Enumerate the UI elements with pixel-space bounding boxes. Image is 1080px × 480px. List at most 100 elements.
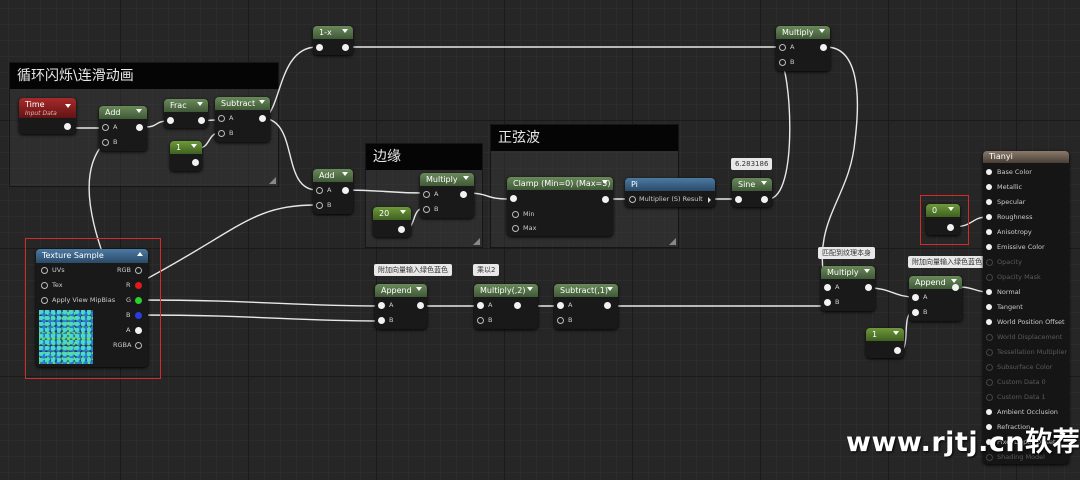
output-pin[interactable] bbox=[820, 44, 827, 51]
material-input-pin[interactable] bbox=[986, 349, 993, 356]
input-pin-b[interactable] bbox=[779, 59, 786, 66]
input-pin-a[interactable] bbox=[378, 302, 385, 309]
output-pin[interactable] bbox=[398, 226, 405, 233]
collapse-arrow-icon[interactable] bbox=[342, 29, 348, 33]
material-input-pin[interactable] bbox=[986, 229, 992, 235]
input-pin[interactable] bbox=[510, 195, 517, 202]
input-pin-a[interactable] bbox=[557, 302, 564, 309]
multiply-node[interactable]: Multiply A B bbox=[821, 266, 875, 311]
material-input-pin[interactable] bbox=[986, 334, 993, 341]
input-pin-a[interactable] bbox=[316, 187, 323, 194]
collapse-arrow-icon[interactable] bbox=[400, 210, 406, 214]
input-pin-max[interactable] bbox=[512, 225, 519, 232]
texture-sample-node[interactable]: Texture Sample UVs Tex Apply View MipBia… bbox=[36, 249, 148, 367]
collapse-arrow-icon[interactable] bbox=[342, 172, 348, 176]
multiply-node[interactable]: Multiply A B bbox=[420, 173, 474, 218]
material-input-pin[interactable] bbox=[986, 379, 993, 386]
collapse-arrow-icon[interactable] bbox=[951, 279, 957, 283]
collapse-arrow-icon[interactable] bbox=[463, 176, 469, 180]
input-pin-b[interactable] bbox=[316, 202, 323, 209]
input-pin-mipbias[interactable] bbox=[41, 297, 48, 304]
input-pin-a[interactable] bbox=[423, 191, 430, 198]
output-pin[interactable] bbox=[417, 302, 424, 309]
material-input-pin[interactable] bbox=[986, 169, 992, 175]
input-pin-a[interactable] bbox=[218, 115, 225, 122]
collapse-arrow-icon[interactable] bbox=[137, 252, 143, 256]
output-pin[interactable] bbox=[342, 187, 349, 194]
collapse-arrow-icon[interactable] bbox=[65, 104, 71, 108]
output-pin-a[interactable] bbox=[135, 327, 142, 334]
constant-node[interactable]: 1 bbox=[170, 141, 202, 171]
input-pin-a[interactable] bbox=[779, 44, 786, 51]
material-input-pin[interactable] bbox=[986, 184, 992, 190]
output-pin[interactable] bbox=[604, 302, 611, 309]
material-input-pin[interactable] bbox=[986, 304, 992, 310]
output-pin[interactable] bbox=[460, 191, 467, 198]
resize-grip[interactable] bbox=[669, 238, 676, 245]
material-input-pin[interactable] bbox=[986, 214, 992, 220]
material-input-pin[interactable] bbox=[986, 244, 992, 250]
material-input-pin[interactable] bbox=[986, 274, 993, 281]
material-input-pin[interactable] bbox=[986, 394, 993, 401]
output-pin[interactable] bbox=[708, 197, 711, 203]
sine-node[interactable]: Sine bbox=[732, 178, 772, 207]
output-pin[interactable] bbox=[947, 224, 954, 231]
output-pin[interactable] bbox=[761, 196, 768, 203]
input-pin-b[interactable] bbox=[912, 309, 919, 316]
collapse-arrow-icon[interactable] bbox=[607, 287, 613, 291]
input-pin[interactable] bbox=[167, 117, 174, 124]
output-pin-r[interactable] bbox=[135, 282, 142, 289]
collapse-arrow-icon[interactable] bbox=[864, 269, 870, 273]
input-pin-b[interactable] bbox=[378, 317, 385, 324]
input-pin-b[interactable] bbox=[423, 206, 430, 213]
input-pin[interactable] bbox=[735, 196, 742, 203]
input-pin-b[interactable] bbox=[477, 317, 484, 324]
output-pin[interactable] bbox=[514, 302, 521, 309]
add-node[interactable]: Add A B bbox=[99, 106, 147, 151]
collapse-arrow-icon[interactable] bbox=[893, 331, 899, 335]
collapse-arrow-icon[interactable] bbox=[197, 102, 203, 106]
material-input-pin[interactable] bbox=[986, 259, 993, 266]
multiply-2-node[interactable]: Multiply(,2) A B bbox=[474, 284, 538, 329]
append-node[interactable]: Append A B bbox=[909, 276, 962, 321]
output-pin[interactable] bbox=[894, 347, 901, 354]
resize-grip[interactable] bbox=[269, 177, 276, 184]
output-pin[interactable] bbox=[192, 159, 199, 166]
collapse-arrow-icon[interactable] bbox=[819, 29, 825, 33]
material-input-pin[interactable] bbox=[986, 319, 992, 325]
constant-node[interactable]: 0 bbox=[926, 204, 960, 235]
output-pin[interactable] bbox=[136, 124, 143, 131]
material-input-pin[interactable] bbox=[986, 454, 993, 461]
output-pin[interactable] bbox=[259, 115, 266, 122]
input-pin-b[interactable] bbox=[557, 317, 564, 324]
input-pin-a[interactable] bbox=[824, 284, 831, 291]
input-pin-tex[interactable] bbox=[41, 282, 48, 289]
input-pin-a[interactable] bbox=[912, 294, 919, 301]
append-node[interactable]: Append A B bbox=[375, 284, 427, 329]
output-pin-rgba[interactable] bbox=[135, 342, 142, 349]
collapse-arrow-icon[interactable] bbox=[416, 287, 422, 291]
constant-node[interactable]: 20 bbox=[373, 207, 411, 237]
input-pin-a[interactable] bbox=[102, 124, 109, 131]
output-pin-rgb[interactable] bbox=[135, 267, 142, 274]
input-pin-a[interactable] bbox=[477, 302, 484, 309]
frac-node[interactable]: Frac bbox=[164, 99, 208, 128]
output-pin[interactable] bbox=[198, 117, 205, 124]
material-input-pin[interactable] bbox=[986, 409, 992, 415]
collapse-arrow-icon[interactable] bbox=[602, 180, 608, 184]
input-pin-b[interactable] bbox=[218, 130, 225, 137]
time-node[interactable]: Time Input Data bbox=[19, 98, 76, 134]
resize-grip[interactable] bbox=[473, 238, 480, 245]
output-pin[interactable] bbox=[602, 196, 609, 203]
input-pin[interactable] bbox=[316, 44, 323, 51]
output-pin[interactable] bbox=[342, 44, 349, 51]
input-pin-uvs[interactable] bbox=[41, 267, 48, 274]
material-input-pin[interactable] bbox=[986, 439, 992, 445]
material-input-pin[interactable] bbox=[986, 364, 993, 371]
collapse-arrow-icon[interactable] bbox=[527, 287, 533, 291]
material-input-pin[interactable] bbox=[986, 289, 992, 295]
collapse-arrow-icon[interactable] bbox=[761, 181, 767, 185]
constant-node[interactable]: 1 bbox=[866, 328, 904, 358]
output-pin-b[interactable] bbox=[135, 312, 142, 319]
